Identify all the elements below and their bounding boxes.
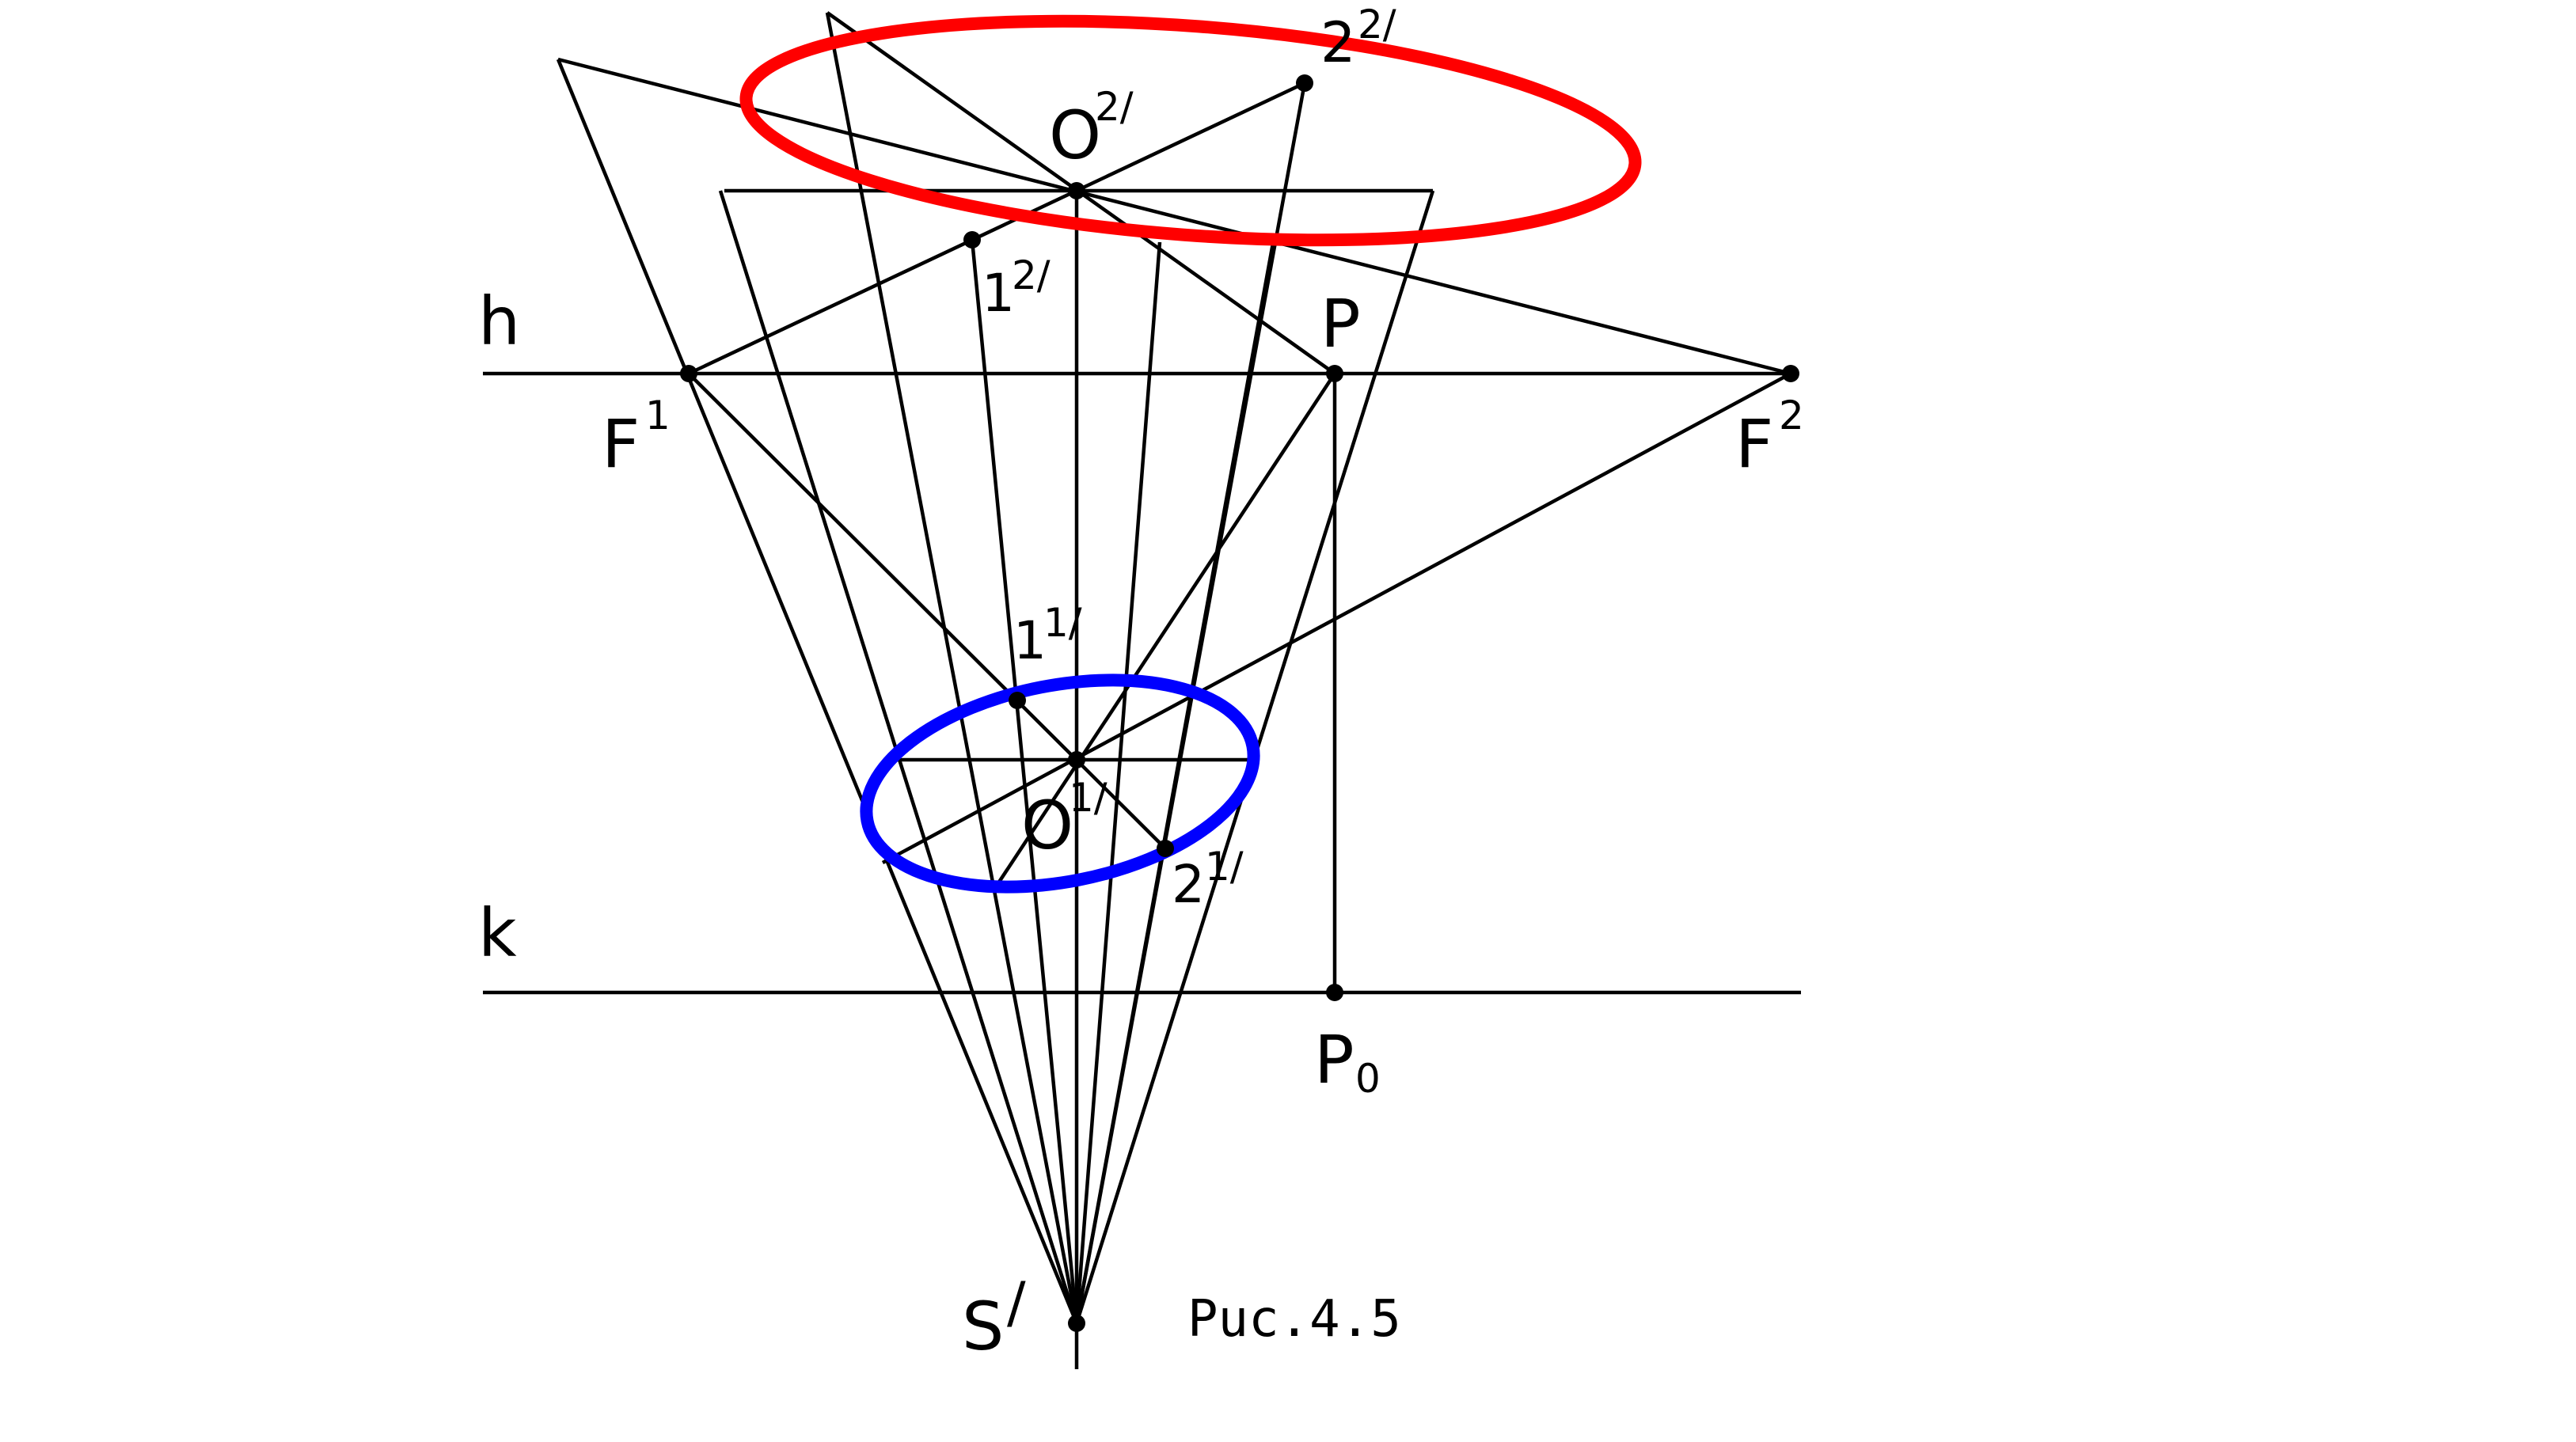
label-o1-sup: 1/ — [1069, 775, 1108, 821]
label-h: h — [478, 283, 520, 360]
point-1-1 — [1009, 692, 1026, 709]
label-1-2: 1 — [982, 263, 1015, 324]
construction-lines — [483, 11, 1801, 1369]
line-f1-to-point-2-1 — [687, 372, 1167, 850]
generator-left-3 — [825, 12, 1079, 1324]
line-upper-left-to-f2 — [557, 57, 1791, 376]
label-1-1-sup: 1/ — [1043, 600, 1082, 646]
label-2-1: 2 — [1172, 854, 1205, 915]
generator-outer-left — [556, 59, 1079, 1324]
generator-right-1 — [1074, 241, 1162, 1324]
label-s-sup: / — [1007, 1270, 1026, 1335]
label-2-1-sup: 1/ — [1205, 844, 1244, 890]
label-o2-sup: 2/ — [1095, 84, 1134, 130]
label-f1: F — [602, 405, 640, 483]
point-2-1 — [1157, 840, 1174, 857]
line-f2-to-lower-ellipse — [881, 372, 1792, 864]
point-f2 — [1782, 365, 1799, 382]
upper-ellipse — [739, 14, 1642, 247]
point-p — [1326, 365, 1343, 382]
label-p0-sub: 0 — [1355, 1056, 1381, 1102]
label-f1-sup: 1 — [645, 393, 671, 438]
generator-through-1-2 — [970, 239, 1079, 1324]
point-2-2 — [1296, 74, 1313, 92]
point-p0 — [1326, 984, 1343, 1001]
label-o2: O — [1049, 97, 1101, 174]
label-o1: O — [1021, 787, 1073, 864]
label-2-2-sup: 2/ — [1358, 2, 1396, 47]
lower-ellipse — [860, 674, 1260, 894]
point-s — [1068, 1315, 1085, 1332]
label-s: S — [962, 1288, 1004, 1365]
line-f1-to-point-2-2 — [688, 81, 1305, 376]
label-1-1: 1 — [1013, 610, 1047, 671]
point-1-2 — [963, 231, 981, 249]
figure-caption: Puc.4.5 — [1187, 1290, 1401, 1349]
point-f1 — [680, 365, 697, 382]
label-f2-sup: 2 — [1779, 393, 1804, 438]
label-p: P — [1320, 285, 1361, 362]
generator-through-2-2 — [1074, 82, 1307, 1324]
point-o2 — [1068, 182, 1085, 199]
label-f2: F — [1735, 405, 1773, 483]
label-1-2-sup: 2/ — [1012, 252, 1051, 298]
label-k: k — [478, 894, 517, 972]
labels: h k P P 0 F 1 F 2 O 2/ O 1/ 1 2/ 2 2/ 1 … — [478, 2, 1804, 1365]
point-o1 — [1068, 751, 1085, 768]
construction-points — [680, 74, 1799, 1332]
label-p0: P — [1314, 1021, 1354, 1099]
label-2-2: 2 — [1320, 10, 1356, 75]
line-p-to-lower-ellipse — [992, 372, 1336, 892]
